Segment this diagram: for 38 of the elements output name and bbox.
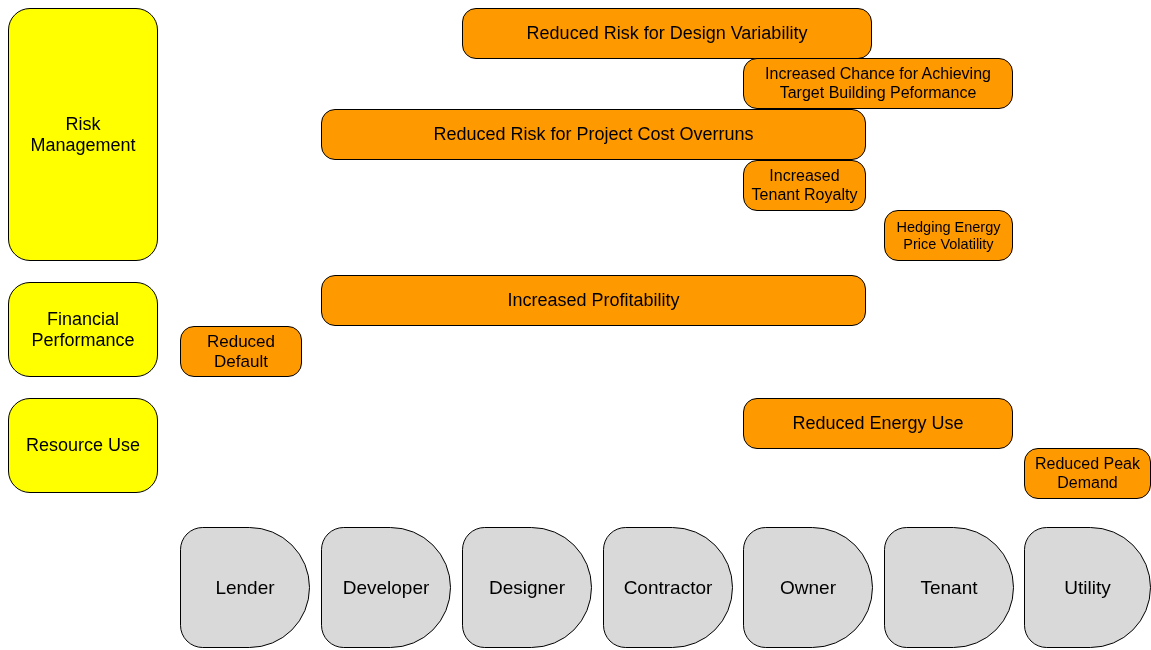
category-box (8, 8, 158, 261)
stakeholder-label: Utility (1064, 576, 1111, 599)
stakeholder-shape (603, 527, 733, 648)
benefit-box (743, 398, 1013, 449)
category-box (8, 398, 158, 493)
benefit-label: Reduced Risk for Design Variability (526, 23, 808, 44)
benefit-label: Reduced Risk for Project Cost Overruns (433, 124, 754, 145)
benefit-box (743, 58, 1013, 109)
category-label: Resource Use (25, 435, 140, 456)
benefit-box (321, 275, 866, 326)
stakeholder-label: Tenant (920, 576, 978, 599)
stakeholder-label: Designer (488, 576, 565, 599)
benefit-label: Reduced Energy Use (792, 413, 964, 434)
category-label: Risk Management (29, 113, 137, 156)
benefit-label: Increased Chance for Achieving Target Building Peformance (764, 65, 992, 102)
benefit-box (462, 8, 872, 59)
stakeholder-shape (884, 527, 1014, 648)
benefit-label: Reduced Default (205, 331, 277, 372)
stakeholder-shape (1024, 527, 1151, 648)
stakeholder-shape (743, 527, 873, 648)
benefit-box (1024, 448, 1151, 499)
benefit-box (321, 109, 866, 160)
stakeholder-label: Developer (342, 576, 430, 599)
benefit-label: Reduced Peak Demand (1034, 455, 1141, 492)
benefit-label: Increased Tenant Royalty (750, 167, 859, 204)
stakeholder-shape (321, 527, 451, 648)
category-label: Financial Performance (30, 308, 136, 351)
benefit-box (884, 210, 1013, 261)
benefit-label: Hedging Energy Price Volatility (895, 218, 1002, 253)
benefit-box (743, 160, 866, 211)
stakeholder-label: Owner (780, 576, 836, 599)
benefit-label: Increased Profitability (507, 290, 680, 311)
stakeholder-label: Contractor (623, 576, 713, 599)
benefit-box (180, 326, 302, 377)
stakeholder-shape (462, 527, 592, 648)
category-box (8, 282, 158, 377)
stakeholder-shape (180, 527, 310, 648)
stakeholder-label: Lender (215, 576, 275, 599)
